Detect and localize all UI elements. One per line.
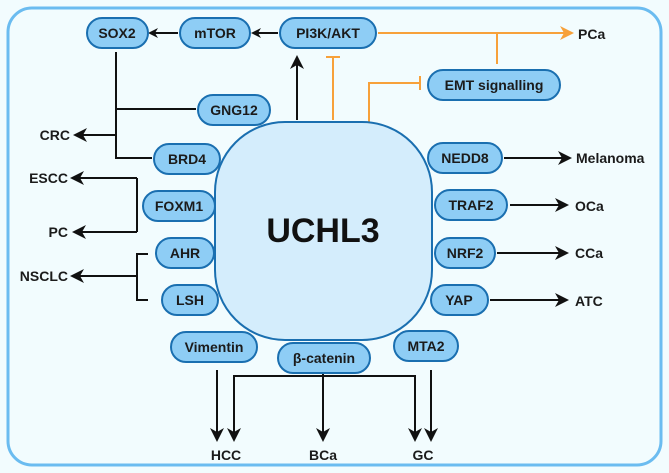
outcome-nsclc: NSCLC	[20, 268, 68, 284]
node-brd4-label: BRD4	[168, 151, 206, 167]
node-nrf2-label: NRF2	[447, 245, 484, 261]
node-sox2[interactable]: SOX2	[86, 17, 149, 49]
outcome-melanoma: Melanoma	[576, 150, 645, 166]
outcome-bca: BCa	[309, 447, 337, 463]
outcome-hcc: HCC	[211, 447, 241, 463]
node-mta2-label: MTA2	[407, 338, 444, 354]
node-vimentin[interactable]: Vimentin	[170, 331, 258, 363]
outcome-gc: GC	[413, 447, 434, 463]
node-nedd8[interactable]: NEDD8	[427, 142, 503, 174]
node-foxm1[interactable]: FOXM1	[142, 190, 216, 222]
node-lsh-label: LSH	[176, 292, 204, 308]
uchl3-node[interactable]	[214, 121, 433, 341]
node-vimentin-label: Vimentin	[185, 339, 244, 355]
node-brd4[interactable]: BRD4	[153, 143, 221, 175]
node-gng12-label: GNG12	[210, 102, 258, 118]
node-pi3k-akt[interactable]: PI3K/AKT	[279, 17, 377, 49]
outcome-pca: PCa	[578, 26, 605, 42]
node-sox2-label: SOX2	[98, 25, 136, 41]
node-mtor-label: mTOR	[194, 25, 236, 41]
node-foxm1-label: FOXM1	[155, 198, 203, 214]
node-lsh[interactable]: LSH	[161, 284, 219, 316]
node-nedd8-label: NEDD8	[441, 150, 489, 166]
node-yap-label: YAP	[445, 292, 473, 308]
node-ahr-label: AHR	[170, 245, 200, 261]
outcome-crc: CRC	[40, 127, 70, 143]
node-traf2-label: TRAF2	[448, 197, 493, 213]
node-nrf2[interactable]: NRF2	[434, 237, 496, 269]
node-pi3k-label: PI3K/AKT	[296, 25, 360, 41]
outcome-pc: PC	[49, 224, 68, 240]
outcome-cca: CCa	[575, 245, 603, 261]
outcome-escc: ESCC	[29, 170, 68, 186]
node-mtor[interactable]: mTOR	[179, 17, 251, 49]
node-traf2[interactable]: TRAF2	[434, 189, 508, 221]
node-bcatenin-label: β-catenin	[293, 350, 355, 366]
node-yap[interactable]: YAP	[430, 284, 489, 316]
edge-sox2-brd4	[115, 52, 152, 159]
node-ahr[interactable]: AHR	[155, 237, 215, 269]
node-beta-catenin[interactable]: β-catenin	[277, 342, 371, 374]
node-emt-label: EMT signalling	[445, 77, 544, 93]
node-mta2[interactable]: MTA2	[393, 330, 459, 362]
node-gng12[interactable]: GNG12	[197, 94, 271, 126]
node-emt-signalling[interactable]: EMT signalling	[427, 69, 561, 101]
edge-bcatenin-bracket	[233, 375, 416, 440]
edge-uchl3-inhibit-emt	[368, 82, 420, 122]
outcome-oca: OCa	[575, 198, 604, 214]
outcome-atc: ATC	[575, 293, 603, 309]
uchl3-label: UCHL3	[266, 212, 379, 250]
